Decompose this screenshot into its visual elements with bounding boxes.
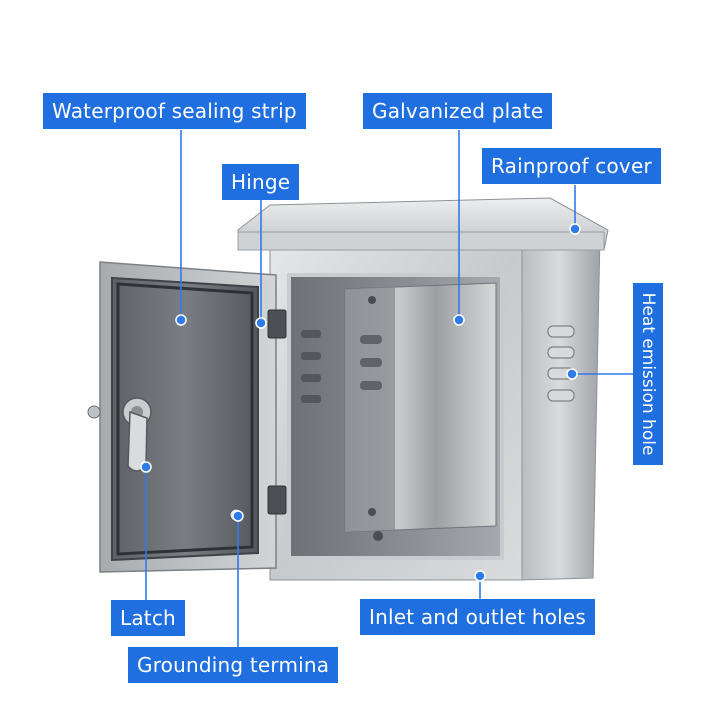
label-inlet-and-outlet-holes: Inlet and outlet holes [360,599,596,635]
cabinet-side-panel [519,235,601,581]
galvanized-mounting-plate [344,282,497,533]
leader-lines [145,130,633,647]
label-heat-emission-hole: Heat emission hole [633,283,663,465]
label-galvanized-plate: Galvanized plate [363,93,553,129]
label-hinge: Hinge [222,164,300,200]
hinges [267,309,287,515]
label-waterproof-sealing-strip: Waterproof sealing strip [43,93,306,129]
dot-inlet-outlet-holes [474,570,486,582]
dot-galvanized-plate [453,314,465,326]
cabinet-door [99,261,277,573]
leader-dots [140,223,581,582]
label-heat-emission-hole-text: Heat emission hole [638,292,658,456]
dot-grounding-terminal [232,510,244,522]
inlet-outlet-hole [373,531,383,541]
dot-hinge [255,317,267,329]
label-rainproof-cover: Rainproof cover [482,148,661,184]
dot-heat-emission-hole [566,368,578,380]
label-grounding-terminal: Grounding termina [128,647,339,683]
dot-rainproof-cover [569,223,581,235]
dot-waterproof-sealing-strip [175,314,187,326]
label-latch: Latch [111,600,185,636]
rainproof-roof [237,197,609,251]
dot-latch [140,461,152,473]
